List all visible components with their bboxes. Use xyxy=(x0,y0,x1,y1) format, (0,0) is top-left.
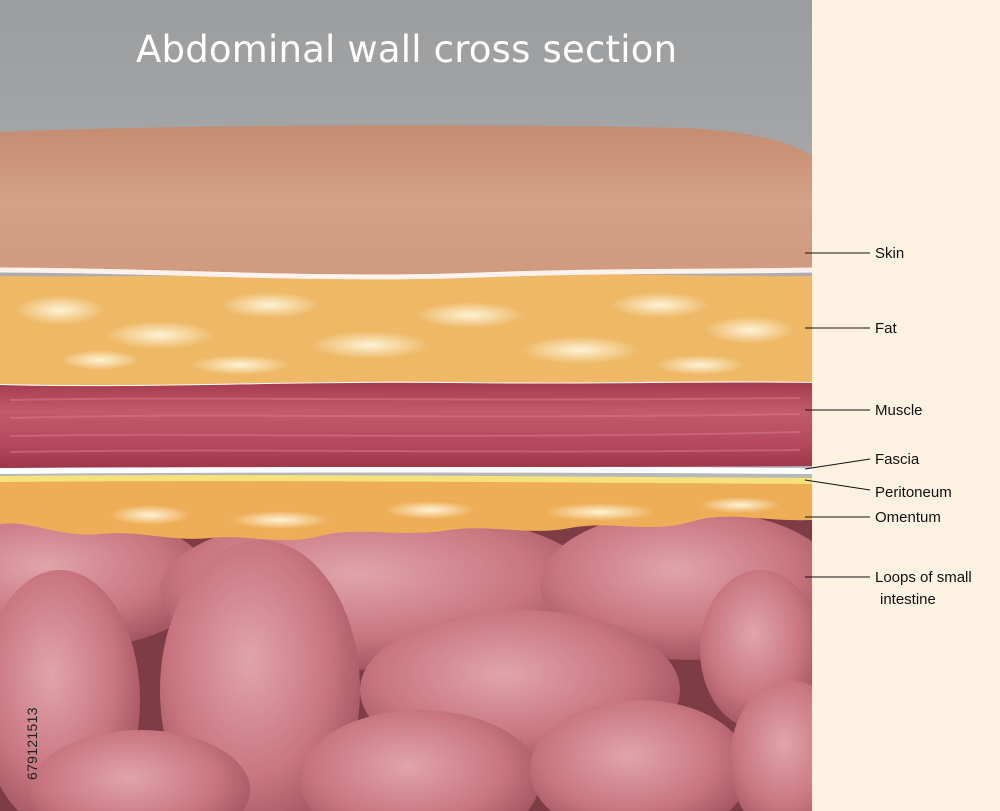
label-peritoneum: Peritoneum xyxy=(875,484,952,501)
label-skin: Skin xyxy=(875,245,905,262)
leader-line-fascia xyxy=(804,458,871,470)
fat-lobules xyxy=(15,292,795,375)
skin-fat-boundary xyxy=(0,267,812,280)
label-intestine-line2: intestine xyxy=(880,591,936,608)
label-muscle: Muscle xyxy=(875,402,923,419)
muscle-layer xyxy=(0,381,812,468)
label-omentum: Omentum xyxy=(875,509,941,526)
muscle-fibers xyxy=(9,397,801,453)
label-fascia: Fascia xyxy=(875,451,920,468)
label-panel xyxy=(810,0,1000,811)
fascia-layer xyxy=(0,466,812,474)
label-intestine-line1: Loops of small xyxy=(875,569,972,586)
peritoneum-layer xyxy=(0,475,812,484)
omentum-highlights xyxy=(110,497,780,529)
leader-line-peritoneum xyxy=(804,479,871,491)
leader-lines xyxy=(804,252,871,578)
diagram-title: Abdominal wall cross section xyxy=(136,28,678,71)
stock-id-text: 679121513 xyxy=(24,707,40,780)
skin-layer xyxy=(0,125,812,277)
label-fat: Fat xyxy=(875,320,897,337)
small-intestine-loops xyxy=(0,510,812,811)
stock-id-watermark: 679121513 xyxy=(4,585,40,780)
